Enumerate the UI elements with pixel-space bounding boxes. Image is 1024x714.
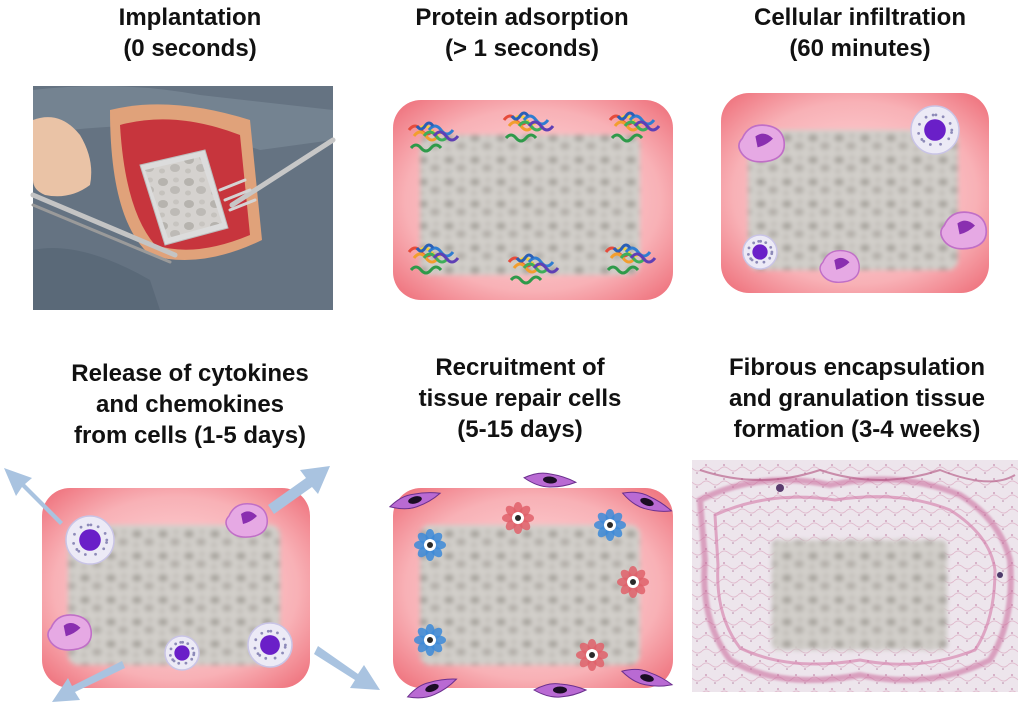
granulocyte-cell [247,622,293,668]
arrow-upper-right [268,466,330,514]
title-release-cytokines: Release of cytokines and chemokines from… [71,360,309,449]
protein-icon [502,111,555,143]
arrow-lower-left [52,661,125,702]
protein-icon [507,253,560,285]
title-recruitment: Recruitment of tissue repair cells (5-15… [418,354,622,443]
granulocyte-cell [164,635,200,671]
cytokine-arrows [4,466,380,702]
histology-image [692,460,1018,692]
scaffold-block [420,525,640,665]
protein-icon [608,111,661,143]
macrophage-cell [819,249,860,283]
protein-icon [604,243,657,275]
fibroblast-cell [532,683,588,698]
macrophage-cell [738,124,786,163]
title-protein-adsorption: Protein adsorption (> 1 seconds) [415,4,629,62]
repair-cell [617,566,649,598]
fibroblast-cell [406,678,458,699]
title-fibrous-encapsulation: Fibrous encapsulation and granulation ti… [728,354,986,443]
macrophage-cell [47,614,93,651]
fibroblast-cell [388,492,442,510]
title-implantation: Implantation (0 seconds) [118,4,262,62]
scaffold-block [772,540,947,650]
arrow-lower-right [314,646,380,690]
fibroblast-cell [621,491,673,512]
macrophage-cell [940,211,988,250]
fibroblast-cell [523,472,578,488]
repair-cell [502,502,534,534]
recruitment-panel [393,488,673,688]
protein-icon [407,243,460,275]
fibroblast-cell [620,668,674,687]
title-cellular-infiltration: Cellular infiltration (60 minutes) [753,4,966,62]
granulocyte-cell [742,234,778,270]
repair-cell [414,529,446,561]
scaffold-block [68,525,280,665]
arrow-upper-left [4,468,63,525]
macrophage-cell [225,503,268,538]
scaffold-block [420,135,640,275]
granulocyte-cell [910,105,960,155]
repair-cell [594,509,626,541]
implantation-photo [30,86,336,310]
protein-icon [407,121,460,153]
repair-cell [576,639,608,671]
repair-cell [414,624,446,656]
scaffold-block [748,130,958,270]
protein-adsorption-panel [393,100,673,300]
granulocyte-cell [65,515,115,565]
